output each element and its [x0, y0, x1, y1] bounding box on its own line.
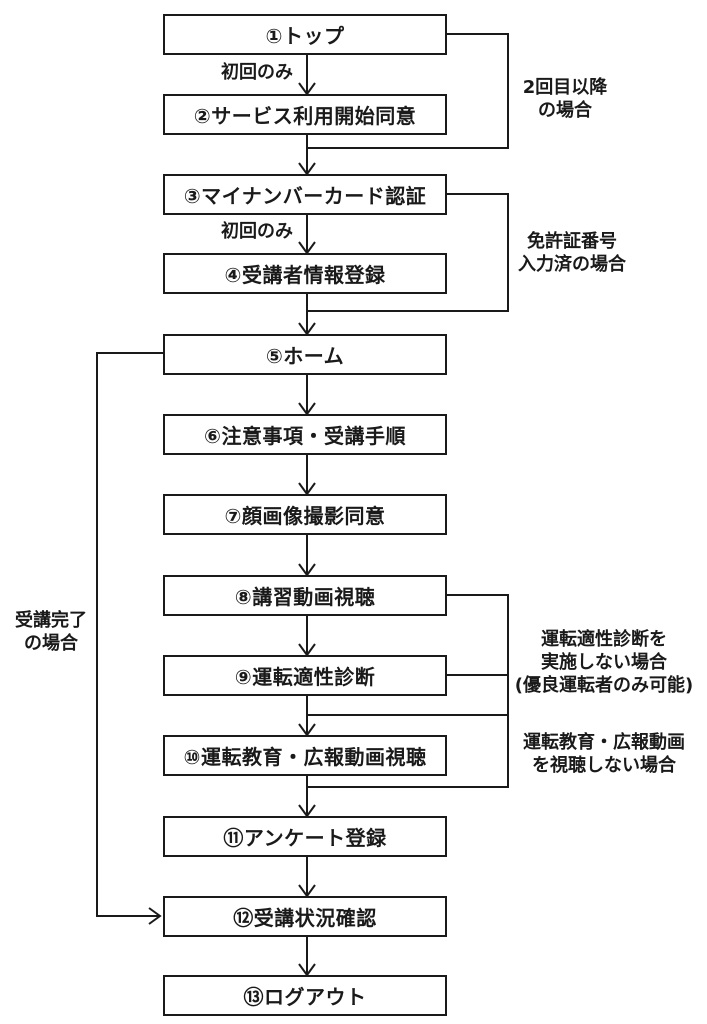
edge-label-course-completed: 受講完了 の場合 [15, 610, 87, 654]
flow-box-01-top: ①トップ [163, 14, 447, 55]
flow-box-13-logout: ⑬ログアウト [163, 975, 447, 1016]
arrow-prvideo-to-survey [298, 776, 316, 818]
flow-box-10-pr-video: ⑩運転教育・広報動画視聴 [163, 735, 447, 776]
flow-box-04-student-registration: ④受講者情報登録 [163, 253, 447, 294]
arrow-status-to-logout [298, 937, 316, 977]
flow-box-08-lecture-video: ⑧講習動画視聴 [163, 575, 447, 616]
arrow-instructions-to-facephoto [298, 455, 316, 496]
flow-box-05-home: ⑤ホーム [163, 334, 447, 375]
flow-box-07-face-photo-consent: ⑦顔画像撮影同意 [163, 494, 447, 535]
arrow-survey-to-status [298, 857, 316, 898]
flow-box-09-aptitude-test: ⑨運転適性診断 [163, 655, 447, 696]
arrow-top-to-agreement [298, 55, 316, 96]
arrow-lecture-to-aptitude [298, 616, 316, 657]
arrow-mynumber-to-registration [298, 215, 316, 255]
edge-label-license-entered: 免許証番号 入力済の場合 [518, 231, 626, 275]
arrow-facephoto-to-lecture [298, 535, 316, 577]
bypass-skip-prvideo [308, 674, 509, 788]
arrow-agreement-to-mynumber [298, 135, 316, 176]
bypass-skip-aptitude [308, 594, 509, 716]
flow-box-02-service-agreement: ②サービス利用開始同意 [163, 94, 447, 135]
edge-label-first-time-1: 初回のみ [221, 62, 293, 83]
flow-box-11-survey: ⑪アンケート登録 [163, 816, 447, 857]
flow-box-03-mynumber-auth: ③マイナンバーカード認証 [163, 174, 447, 215]
arrow-registration-to-home [298, 294, 316, 336]
flow-box-06-instructions: ⑥注意事項・受講手順 [163, 414, 447, 455]
bypass-license-entered [308, 193, 509, 312]
edge-label-second-time-case: 2回目以降 の場合 [522, 77, 608, 121]
edge-label-skip-aptitude: 運転適性診断を 実施しない場合 (優良運転者のみ可能) [514, 629, 694, 696]
bypass-second-time [308, 33, 509, 149]
edge-label-skip-pr-video: 運転教育・広報動画 を視聴しない場合 [523, 732, 685, 776]
arrow-home-to-instructions [298, 375, 316, 416]
flow-box-12-status-check: ⑫受講状況確認 [163, 896, 447, 937]
edge-label-first-time-2: 初回のみ [221, 221, 293, 242]
bypass-course-completed [96, 352, 163, 925]
